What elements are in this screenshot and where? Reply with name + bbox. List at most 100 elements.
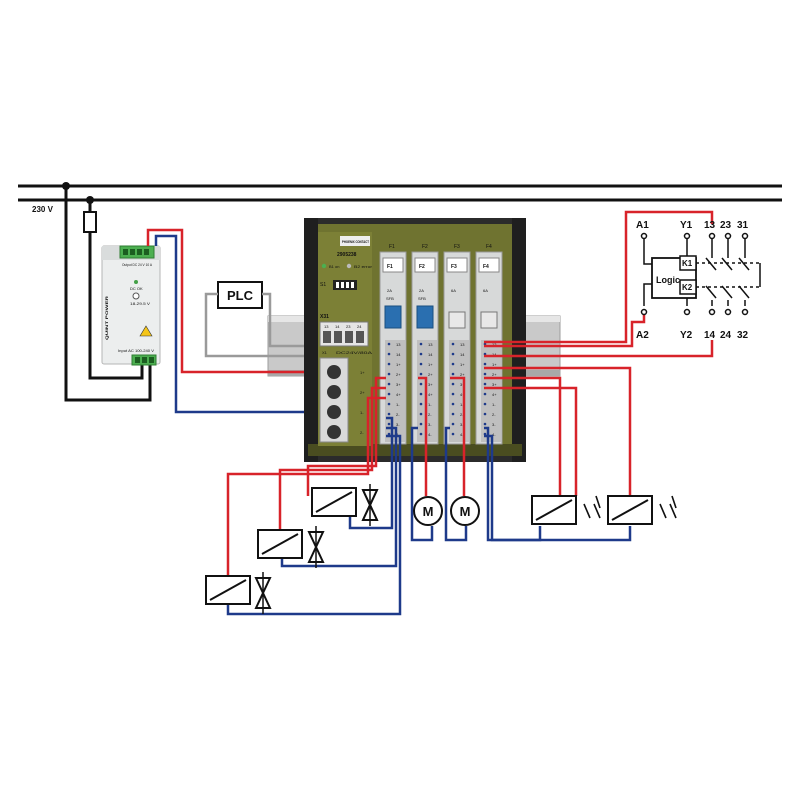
psu-dc-ok-label: DC OK — [130, 286, 143, 291]
contact-switch-icon — [583, 495, 601, 519]
terminal-label: 13 — [428, 342, 433, 347]
output-terminal-block — [119, 245, 155, 259]
breaker-f4-label: F4 — [483, 264, 489, 270]
solenoid-valve-1 — [311, 484, 379, 526]
terminal-label: 2+ — [396, 372, 401, 377]
breaker-f1-rating: 2A — [387, 288, 392, 293]
terminal-label: 2+ — [428, 372, 433, 377]
terminal-label: 3+ — [428, 382, 433, 387]
terminal-label: 2- — [428, 412, 432, 417]
motor-1-label: M — [423, 504, 434, 519]
relay-coil-k1: K1 — [682, 259, 693, 268]
valve-wiring — [226, 376, 402, 616]
terminal-label: 1+ — [396, 362, 401, 367]
dip-switch-icon — [333, 280, 357, 290]
relay-top-a1: A1 — [636, 220, 649, 231]
contactor-wiring — [484, 366, 632, 542]
relay-coil-k2: K2 — [682, 283, 693, 292]
module-left-panel: PHOENIX CONTACT 2905238 B1 on B2 error S… — [318, 232, 373, 446]
terminal-label: 13 — [492, 342, 497, 347]
motor-2-label: M — [460, 504, 471, 519]
terminal-label: 13 — [460, 342, 465, 347]
breaker-f1-type: SFB — [386, 296, 394, 301]
supply-bus: 230 V — [18, 182, 782, 214]
breaker-f2-type: SFB — [418, 296, 426, 301]
led-error-label: B2 error — [354, 264, 373, 269]
plc-box: PLC — [217, 281, 263, 309]
psu-adjust-label: 18-29.5 V — [130, 301, 150, 306]
signal-connector: 13 14 23 24 — [319, 321, 369, 347]
terminal-label: 2+ — [492, 372, 497, 377]
psu-series-label: QUINT POWER — [104, 296, 109, 340]
terminal-label: 3+ — [396, 382, 401, 387]
terminal-label: 2- — [492, 412, 496, 417]
relay-top-13: 13 — [704, 220, 716, 231]
relay-logic-label: Logic — [656, 275, 680, 285]
warning-icon — [139, 325, 153, 337]
terminal-1minus: 1- — [360, 410, 364, 415]
relay-contacts — [696, 257, 761, 299]
supply-terminals: 1+ 2+ 1- 2- — [319, 357, 365, 443]
relay-bottom-32: 32 — [737, 330, 749, 341]
terminal-label: 14 — [492, 352, 497, 357]
motor-wiring — [410, 376, 468, 542]
supply-rating-label: DC24V/80A — [336, 350, 373, 355]
safety-relay: A1 Y1 13 23 31 Logic K1 K2 — [636, 220, 761, 341]
breaker-f4-rating: 6A — [483, 288, 488, 293]
terminal-label: 3- — [428, 422, 432, 427]
breaker-f4-top-label: F4 — [486, 244, 492, 250]
terminal-label: 4- — [396, 432, 400, 437]
switch-label: S1 — [320, 282, 326, 288]
breaker-f3-rating: 6A — [451, 288, 456, 293]
psu-adjust-knob-icon — [132, 292, 140, 300]
plc-signal-wire-1 — [204, 292, 330, 358]
breaker-f3-switch[interactable] — [448, 311, 466, 329]
breaker-f2-rating: 2A — [419, 288, 424, 293]
breaker-f2-switch[interactable] — [416, 305, 434, 329]
terminal-label: 1- — [396, 402, 400, 407]
terminal-1plus: 1+ — [360, 370, 365, 375]
terminal-2plus: 2+ — [360, 390, 365, 395]
terminal-label: 14 — [460, 352, 465, 357]
breaker-f2-label: F2 — [419, 264, 425, 270]
motor-2: M — [450, 496, 480, 526]
led-on-icon — [321, 263, 327, 269]
supply-terminal-label: X1 — [322, 350, 328, 355]
relay-bottom-a2: A2 — [636, 330, 649, 341]
terminal-label: 4+ — [492, 392, 497, 397]
breaker-f3-label: F3 — [451, 264, 457, 270]
terminal-label: 4+ — [460, 392, 465, 397]
psu-negative-wire — [154, 234, 330, 414]
fuse-symbol — [83, 211, 97, 233]
psu-dc-ok-led-icon — [134, 280, 138, 284]
connector-pin-24: 24 — [357, 324, 362, 329]
led-error-icon — [346, 263, 352, 269]
supply-drops — [64, 186, 152, 402]
terminal-label: 1- — [428, 402, 432, 407]
terminal-label: 2- — [396, 412, 400, 417]
power-supply-unit: Output DC 24 V 10 A QUINT POWER DC OK 18… — [101, 245, 161, 366]
terminal-label: 3- — [396, 422, 400, 427]
module-brand-label: PHOENIX CONTACT — [342, 239, 369, 244]
terminal-label: 1+ — [492, 362, 497, 367]
terminal-label: 4- — [460, 432, 464, 437]
relay-top-y1: Y1 — [680, 220, 693, 231]
breaker-f1-switch[interactable] — [384, 305, 402, 329]
breaker-f1-label: F1 — [387, 264, 393, 270]
terminal-label: 1+ — [460, 362, 465, 367]
solenoid-valve-2 — [257, 526, 325, 568]
breaker-f4-switch[interactable] — [480, 311, 498, 329]
contactor-coil-2 — [607, 495, 677, 525]
breaker-f4: F4 F4 6A 13 14 1+ 2+ 3+ 4+ 1- 2- 3- 4- — [475, 244, 503, 445]
terminal-label: 13 — [396, 342, 401, 347]
terminal-label: 3+ — [492, 382, 497, 387]
terminal-label: 4+ — [396, 392, 401, 397]
breaker-f2-top-label: F2 — [422, 244, 428, 250]
breaker-f3-top-label: F3 — [454, 244, 460, 250]
connector-pin-23: 23 — [346, 324, 351, 329]
terminal-label: 4+ — [428, 392, 433, 397]
terminal-2minus: 2- — [360, 430, 364, 435]
terminal-label: 3- — [492, 422, 496, 427]
terminal-label: 3+ — [460, 382, 465, 387]
psu-positive-wire — [146, 228, 330, 374]
